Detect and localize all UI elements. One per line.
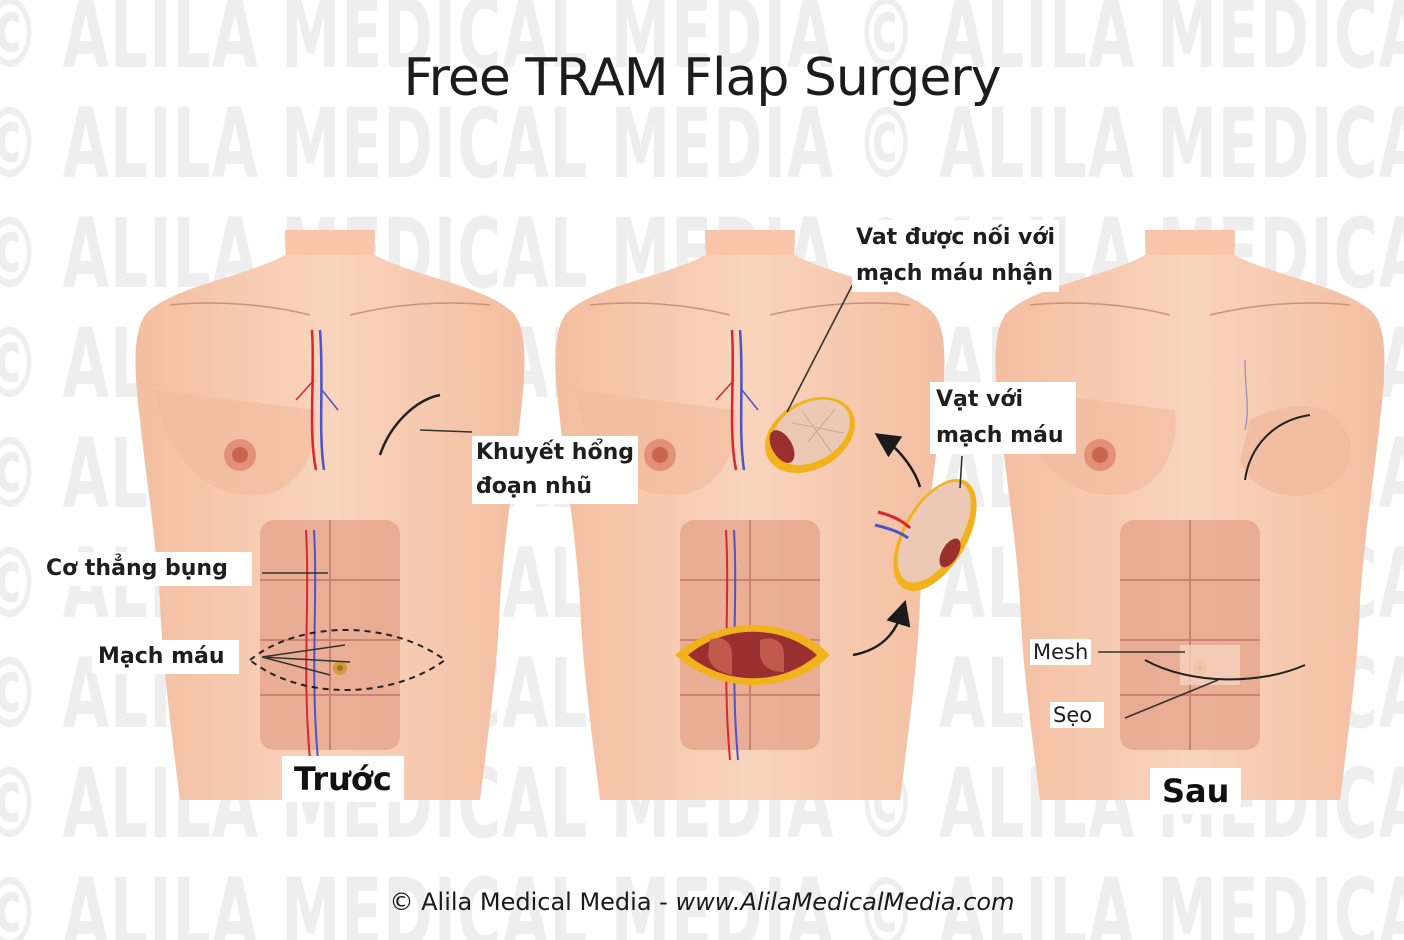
label-flap-connected: Vat được nối với mạch máu nhận <box>852 220 1059 292</box>
caption-before: Trước <box>282 756 404 802</box>
label-flap-vessels-line1: Vạt với <box>936 382 1064 418</box>
label-defect-line2: đoạn nhũ <box>476 470 634 504</box>
footer-credit: © Alila Medical Media - www.AlilaMedical… <box>0 888 1404 916</box>
label-defect-line1: Khuyết hổng <box>476 436 634 470</box>
footer-url: www.AlilaMedicalMedia.com <box>675 888 1014 916</box>
label-flap-vessels: Vạt với mạch máu <box>930 382 1076 454</box>
label-mesh: Mesh <box>1030 639 1091 665</box>
label-rectus: Cơ thẳng bụng <box>40 552 252 586</box>
label-flap-vessels-line2: mạch máu <box>936 418 1064 454</box>
diagram-title: Free TRAM Flap Surgery <box>0 48 1404 108</box>
footer-credit-text: © Alila Medical Media - <box>390 888 676 916</box>
label-flap-connected-line1: Vat được nối với <box>856 220 1055 256</box>
label-defect: Khuyết hổng đoạn nhũ <box>472 436 638 504</box>
label-flap-connected-line2: mạch máu nhận <box>856 256 1055 292</box>
caption-after: Sau <box>1150 768 1241 814</box>
torso-before <box>136 230 525 800</box>
label-scar: Sẹo <box>1050 702 1104 728</box>
label-vessels: Mạch máu <box>92 640 239 674</box>
